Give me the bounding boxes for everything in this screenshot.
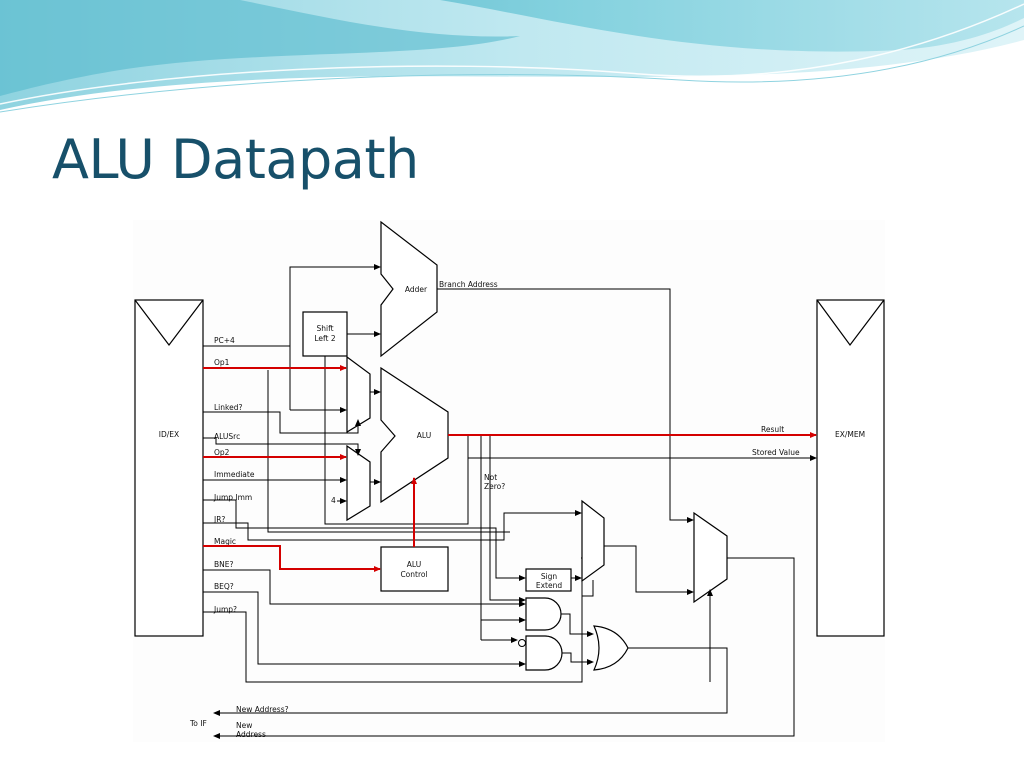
label-const-four: 4 <box>331 496 336 505</box>
signal-op1: Op1 <box>214 358 230 367</box>
shift-left-2-label-line2: Left 2 <box>314 334 335 343</box>
adder-label: Adder <box>405 285 428 294</box>
header-wave-banner <box>0 0 1024 113</box>
alu-control-block: ALU Control <box>380 546 449 592</box>
control-and-data-wires <box>203 264 817 739</box>
or-gate <box>593 625 629 671</box>
signal-immediate: Immediate <box>214 470 255 479</box>
ex-mem-register: EX/MEM <box>816 299 885 637</box>
label-not-zero-line2: Zero? <box>484 482 505 491</box>
signal-jump: Jump? <box>213 605 237 614</box>
shift-left-2-label-line1: Shift <box>316 324 333 333</box>
op2-mux <box>346 444 371 522</box>
sign-extend-label-line2: Extend <box>536 581 562 590</box>
label-new-address-line1: New <box>236 721 252 730</box>
op1-mux <box>346 355 371 434</box>
signal-pc-plus-4: PC+4 <box>214 336 235 345</box>
label-stored-value: Stored Value <box>752 448 800 457</box>
alu-control-label-line2: Control <box>400 570 427 579</box>
and-gate-upper <box>525 597 562 631</box>
sign-extend-block: Sign Extend <box>525 568 572 592</box>
label-branch-address: Branch Address <box>439 280 498 289</box>
highlighted-data-path <box>203 365 817 572</box>
inverter-bubble <box>518 639 526 647</box>
adder-block: Adder <box>380 220 438 358</box>
signal-magic: Magic <box>214 537 236 546</box>
signal-linked: Linked? <box>214 403 242 412</box>
id-ex-label: ID/EX <box>159 430 179 439</box>
ex-mem-label: EX/MEM <box>835 430 865 439</box>
signal-beq: BEQ? <box>214 582 234 591</box>
branch-mux <box>581 499 605 583</box>
alu-block: ALU <box>380 366 449 504</box>
id-ex-register: ID/EX <box>134 299 204 637</box>
signal-op2: Op2 <box>214 448 230 457</box>
label-result: Result <box>761 425 784 434</box>
signal-bne: BNE? <box>214 560 233 569</box>
shift-left-2-block: Shift Left 2 <box>302 311 348 357</box>
alu-control-label-line1: ALU <box>407 560 421 569</box>
label-to-if: To IF <box>189 719 207 728</box>
label-not-zero-line1: Not <box>484 473 497 482</box>
label-new-address-line2: Address <box>236 730 266 739</box>
signal-alusrc: ALUSrc <box>214 432 240 441</box>
address-mux <box>693 511 728 604</box>
sign-extend-label-line1: Sign <box>541 572 558 581</box>
slide-title: ALU Datapath <box>52 128 419 191</box>
alu-datapath-diagram: ID/EX EX/MEM Adder Shift Left 2 ALU ALU … <box>133 220 885 742</box>
and-gate-lower <box>525 635 563 671</box>
alu-label: ALU <box>417 431 431 440</box>
label-new-address-q: New Address? <box>236 705 289 714</box>
signal-jr: JR? <box>213 515 225 524</box>
signal-jump-imm: Jump Imm <box>213 493 252 502</box>
